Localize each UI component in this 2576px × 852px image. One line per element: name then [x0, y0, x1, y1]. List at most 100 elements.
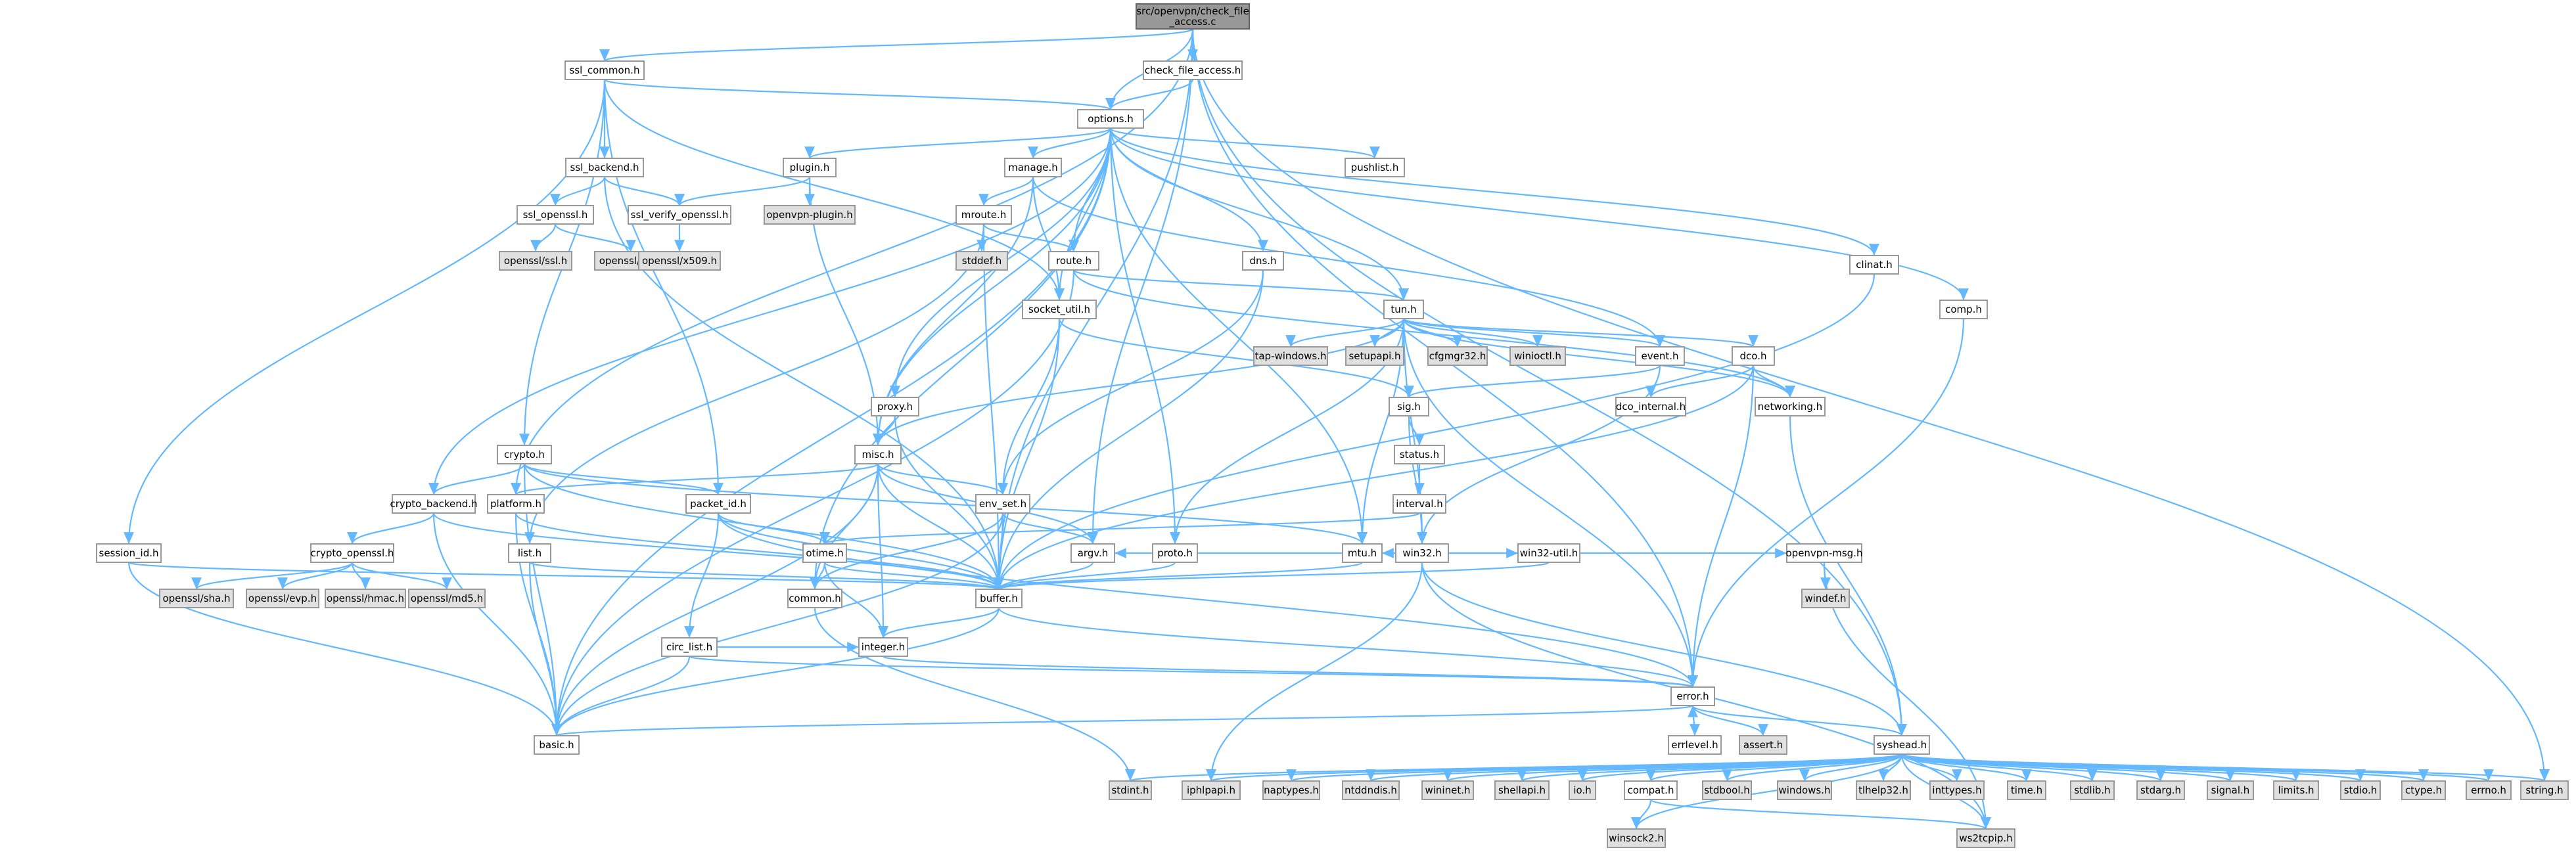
node-label: misc.h — [862, 449, 894, 460]
root-label-line-1: src/openvpn/check_file — [1136, 5, 1249, 18]
node-label: clinat.h — [1856, 259, 1892, 271]
node-basic-h[interactable]: basic.h — [534, 735, 580, 755]
node-ssl-openssl-h[interactable]: ssl_openssl.h — [517, 205, 594, 225]
node-label: stdbool.h — [1704, 784, 1750, 796]
node-ssl-backend-h[interactable]: ssl_backend.h — [565, 158, 644, 177]
node-mtu-h[interactable]: mtu.h — [1342, 543, 1383, 563]
node-label: ctype.h — [2405, 784, 2442, 796]
node-box — [508, 543, 551, 563]
node-otime-h[interactable]: otime.h — [802, 543, 847, 563]
node-compat-h[interactable]: compat.h — [1624, 780, 1678, 800]
node-box — [159, 589, 234, 608]
node-crypto-backend-h[interactable]: crypto_backend.h — [390, 494, 478, 514]
node-sig-h[interactable]: sig.h — [1389, 397, 1429, 416]
node-dco-internal-h[interactable]: dco_internal.h — [1615, 397, 1686, 416]
node-circ-list-h[interactable]: circ_list.h — [661, 637, 718, 657]
root-node[interactable]: src/openvpn/check_file _access.c — [1136, 3, 1250, 30]
node-label: errno.h — [2471, 784, 2506, 796]
node-label: circ_list.h — [666, 641, 712, 654]
node-status-h[interactable]: status.h — [1394, 445, 1445, 464]
node-label: tap-windows.h — [1254, 350, 1326, 362]
edge-options_h-to-common_h — [810, 127, 1112, 590]
node-check-file-access-h[interactable]: check_file_access.h — [1143, 60, 1243, 80]
edge-integer_h-to-error_h — [882, 655, 1697, 688]
root-label-line-2: _access.c — [1168, 16, 1216, 28]
node-manage-h[interactable]: manage.h — [1004, 158, 1062, 177]
node-argv-h[interactable]: argv.h — [1070, 543, 1115, 563]
node-box — [1070, 543, 1115, 563]
node-label: dco.h — [1740, 350, 1767, 362]
node-label: check_file_access.h — [1145, 64, 1241, 77]
node-label: windef.h — [1805, 593, 1846, 604]
edge-misc_h-to-integer_h — [877, 463, 888, 639]
node-win32-h[interactable]: win32.h — [1395, 543, 1449, 563]
node-event-h[interactable]: event.h — [1635, 346, 1685, 366]
node-box — [1569, 780, 1596, 800]
node-box — [787, 589, 842, 608]
edge-event_h-to-sig_h — [1404, 364, 1661, 399]
node-integer-h[interactable]: integer.h — [858, 637, 908, 657]
edge-packet_id_h-to-circ_list_h — [684, 512, 720, 639]
edge-syshead_h-to-time_h — [1900, 753, 2032, 782]
node-platform-h[interactable]: platform.h — [487, 494, 545, 514]
node-proxy-h[interactable]: proxy.h — [871, 397, 919, 416]
node-label: route.h — [1056, 255, 1092, 267]
node-dns-h[interactable]: dns.h — [1242, 251, 1284, 271]
node-openssl-evp-h: openssl/evp.h — [246, 589, 319, 608]
node-label: winsock2.h — [1609, 832, 1664, 844]
edge-syshead_h-to-compat_h — [1645, 753, 1903, 782]
node-plugin-h[interactable]: plugin.h — [783, 158, 837, 177]
node-stdint-h: stdint.h — [1109, 780, 1152, 800]
edge-misc_h-to-env_set_h — [877, 463, 1008, 495]
node-box — [1517, 543, 1580, 563]
node-crypto-h[interactable]: crypto.h — [497, 445, 552, 464]
node-ssl-verify-openssl-h[interactable]: ssl_verify_openssl.h — [628, 205, 731, 225]
edge-ssl_openssl_h-to-openssl_err_h — [554, 223, 636, 252]
node-setupapi-h: setupapi.h — [1345, 346, 1404, 366]
node-socket-util-h[interactable]: socket_util.h — [1022, 300, 1097, 319]
node-comp-h[interactable]: comp.h — [1939, 300, 1988, 319]
node-box — [2207, 780, 2254, 800]
node-session-id-h[interactable]: session_id.h — [96, 543, 162, 563]
node-error-h[interactable]: error.h — [1670, 686, 1715, 706]
node-label: argv.h — [1078, 547, 1109, 559]
node-label: buffer.h — [980, 593, 1018, 604]
node-networking-h[interactable]: networking.h — [1755, 397, 1826, 416]
node-windows-h: windows.h — [1777, 780, 1832, 800]
node-route-h[interactable]: route.h — [1048, 251, 1099, 271]
node-errlevel-h[interactable]: errlevel.h — [1668, 735, 1722, 755]
node-win32-util-h[interactable]: win32-util.h — [1517, 543, 1580, 563]
node-env-set-h[interactable]: env_set.h — [975, 494, 1030, 514]
node-ntddndis-h: ntddndis.h — [1342, 780, 1400, 800]
node-buffer-h[interactable]: buffer.h — [975, 589, 1023, 608]
node-dco-h[interactable]: dco.h — [1732, 346, 1775, 366]
node-common-h[interactable]: common.h — [787, 589, 842, 608]
node-crypto-openssl-h[interactable]: crypto_openssl.h — [310, 543, 394, 563]
node-label: stdlib.h — [2074, 784, 2110, 796]
edge-mroute_h-to-buffer_h — [982, 223, 1004, 590]
node-misc-h[interactable]: misc.h — [854, 445, 902, 464]
node-openvpn-msg-h[interactable]: openvpn-msg.h — [1786, 543, 1863, 563]
edge-circ_list_h-to-basic_h — [551, 656, 691, 736]
node-options-h[interactable]: options.h — [1077, 109, 1144, 129]
node-box — [392, 494, 476, 514]
edge-crypto_openssl_h-to-openssl_hmac_h — [351, 562, 371, 590]
node-proto-h[interactable]: proto.h — [1152, 543, 1198, 563]
node-clinat-h[interactable]: clinat.h — [1849, 255, 1899, 275]
node-packet-id-h[interactable]: packet_id.h — [685, 494, 751, 514]
node-interval-h[interactable]: interval.h — [1392, 494, 1446, 514]
node-box — [517, 205, 594, 225]
edge-options_h-to-proto_h — [1109, 127, 1180, 545]
node-syshead-h[interactable]: syshead.h — [1874, 735, 1930, 755]
node-pushlist-h[interactable]: pushlist.h — [1345, 158, 1405, 177]
node-stdarg-h: stdarg.h — [2136, 780, 2185, 800]
node-ssl-common-h[interactable]: ssl_common.h — [564, 60, 645, 80]
node-tun-h[interactable]: tun.h — [1383, 300, 1424, 319]
node-box — [564, 60, 645, 80]
node-list-h[interactable]: list.h — [508, 543, 551, 563]
node-label: ssl_openssl.h — [523, 209, 588, 221]
node-mroute-h[interactable]: mroute.h — [955, 205, 1012, 225]
node-box — [1509, 346, 1566, 366]
node-errno-h: errno.h — [2466, 780, 2512, 800]
